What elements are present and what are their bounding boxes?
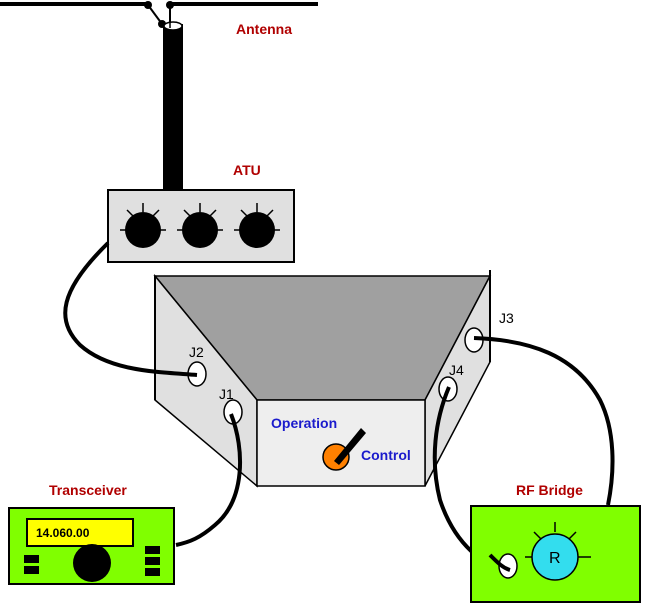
antenna-label: Antenna	[236, 21, 292, 37]
tuning-knob[interactable]	[73, 544, 111, 582]
atu-label: ATU	[233, 162, 261, 178]
operation-label: Operation	[271, 415, 337, 431]
transceiver-button[interactable]	[145, 546, 160, 554]
jack-j4-label: J4	[449, 362, 464, 378]
cable-atu-to-j2	[63, 241, 198, 377]
antenna	[0, 1, 318, 190]
bridge-knob-label: R	[549, 550, 561, 567]
cable-j3-to-bridge	[473, 336, 615, 506]
transceiver-button[interactable]	[24, 566, 39, 574]
rf-bridge-label: RF Bridge	[516, 482, 583, 498]
transceiver-label: Transceiver	[49, 482, 127, 498]
transceiver-button[interactable]	[145, 568, 160, 576]
frequency-readout: 14.060.00	[36, 526, 90, 540]
control-label: Control	[361, 447, 411, 463]
transceiver-button[interactable]	[24, 555, 39, 563]
atu-knob[interactable]	[177, 203, 223, 248]
feedline	[163, 24, 183, 190]
transceiver-button[interactable]	[145, 557, 160, 565]
atu-knob[interactable]	[120, 203, 166, 248]
rotary-switch[interactable]	[322, 428, 366, 471]
rf-bridge: R	[470, 505, 641, 603]
jack-j3-label: J3	[499, 310, 514, 326]
atu-box	[107, 189, 295, 263]
jack-j1-label: J1	[219, 386, 234, 402]
frequency-display	[26, 518, 134, 547]
transceiver: 14.060.00	[8, 507, 175, 585]
bridge-knob[interactable]: R	[525, 522, 591, 581]
jack-j2-label: J2	[189, 344, 204, 360]
cable-j4-end	[488, 553, 511, 572]
insulator-right-icon	[166, 1, 174, 9]
cable-j1-to-transceiver	[175, 413, 243, 547]
insulator-left-icon	[144, 1, 152, 9]
atu-knob[interactable]	[234, 203, 280, 248]
